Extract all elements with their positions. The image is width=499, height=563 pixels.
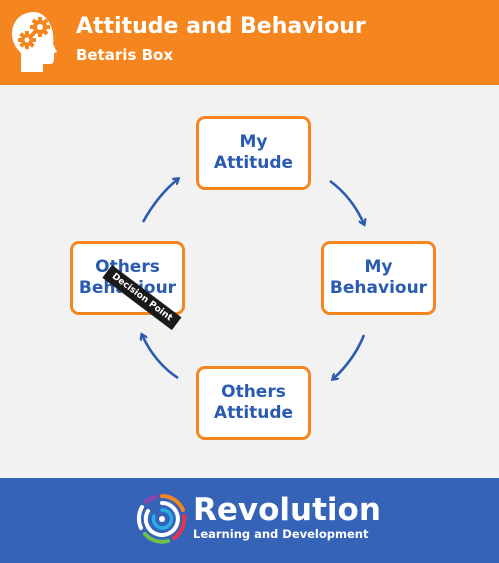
page-title: Attitude and Behaviour [76, 14, 366, 39]
brand-name: Revolution [193, 492, 381, 528]
header-banner: Attitude and Behaviour Betaris Box [0, 0, 499, 85]
arrow-right-to-bottom [333, 334, 366, 379]
footer-banner: Revolution Learning and Development [0, 478, 499, 563]
node-label-line1: My [239, 132, 268, 152]
node-label-line1: My [364, 257, 393, 277]
cycle-arrows [0, 85, 499, 478]
node-label-line1: Others [95, 257, 160, 277]
revolution-logo-icon [136, 493, 188, 545]
page-subtitle: Betaris Box [76, 46, 174, 64]
arrow-left-to-top [141, 179, 178, 223]
brand-tagline: Learning and Development [193, 527, 369, 541]
head-gears-icon [10, 8, 58, 76]
node-label-line2: Attitude [213, 153, 294, 173]
arrow-top-to-right [329, 179, 364, 224]
arrow-bottom-to-left [142, 335, 179, 380]
node-label-line1: Others [221, 382, 286, 402]
node-label-line2: Attitude [213, 403, 294, 423]
node-label-line2: Behaviour [329, 278, 428, 298]
